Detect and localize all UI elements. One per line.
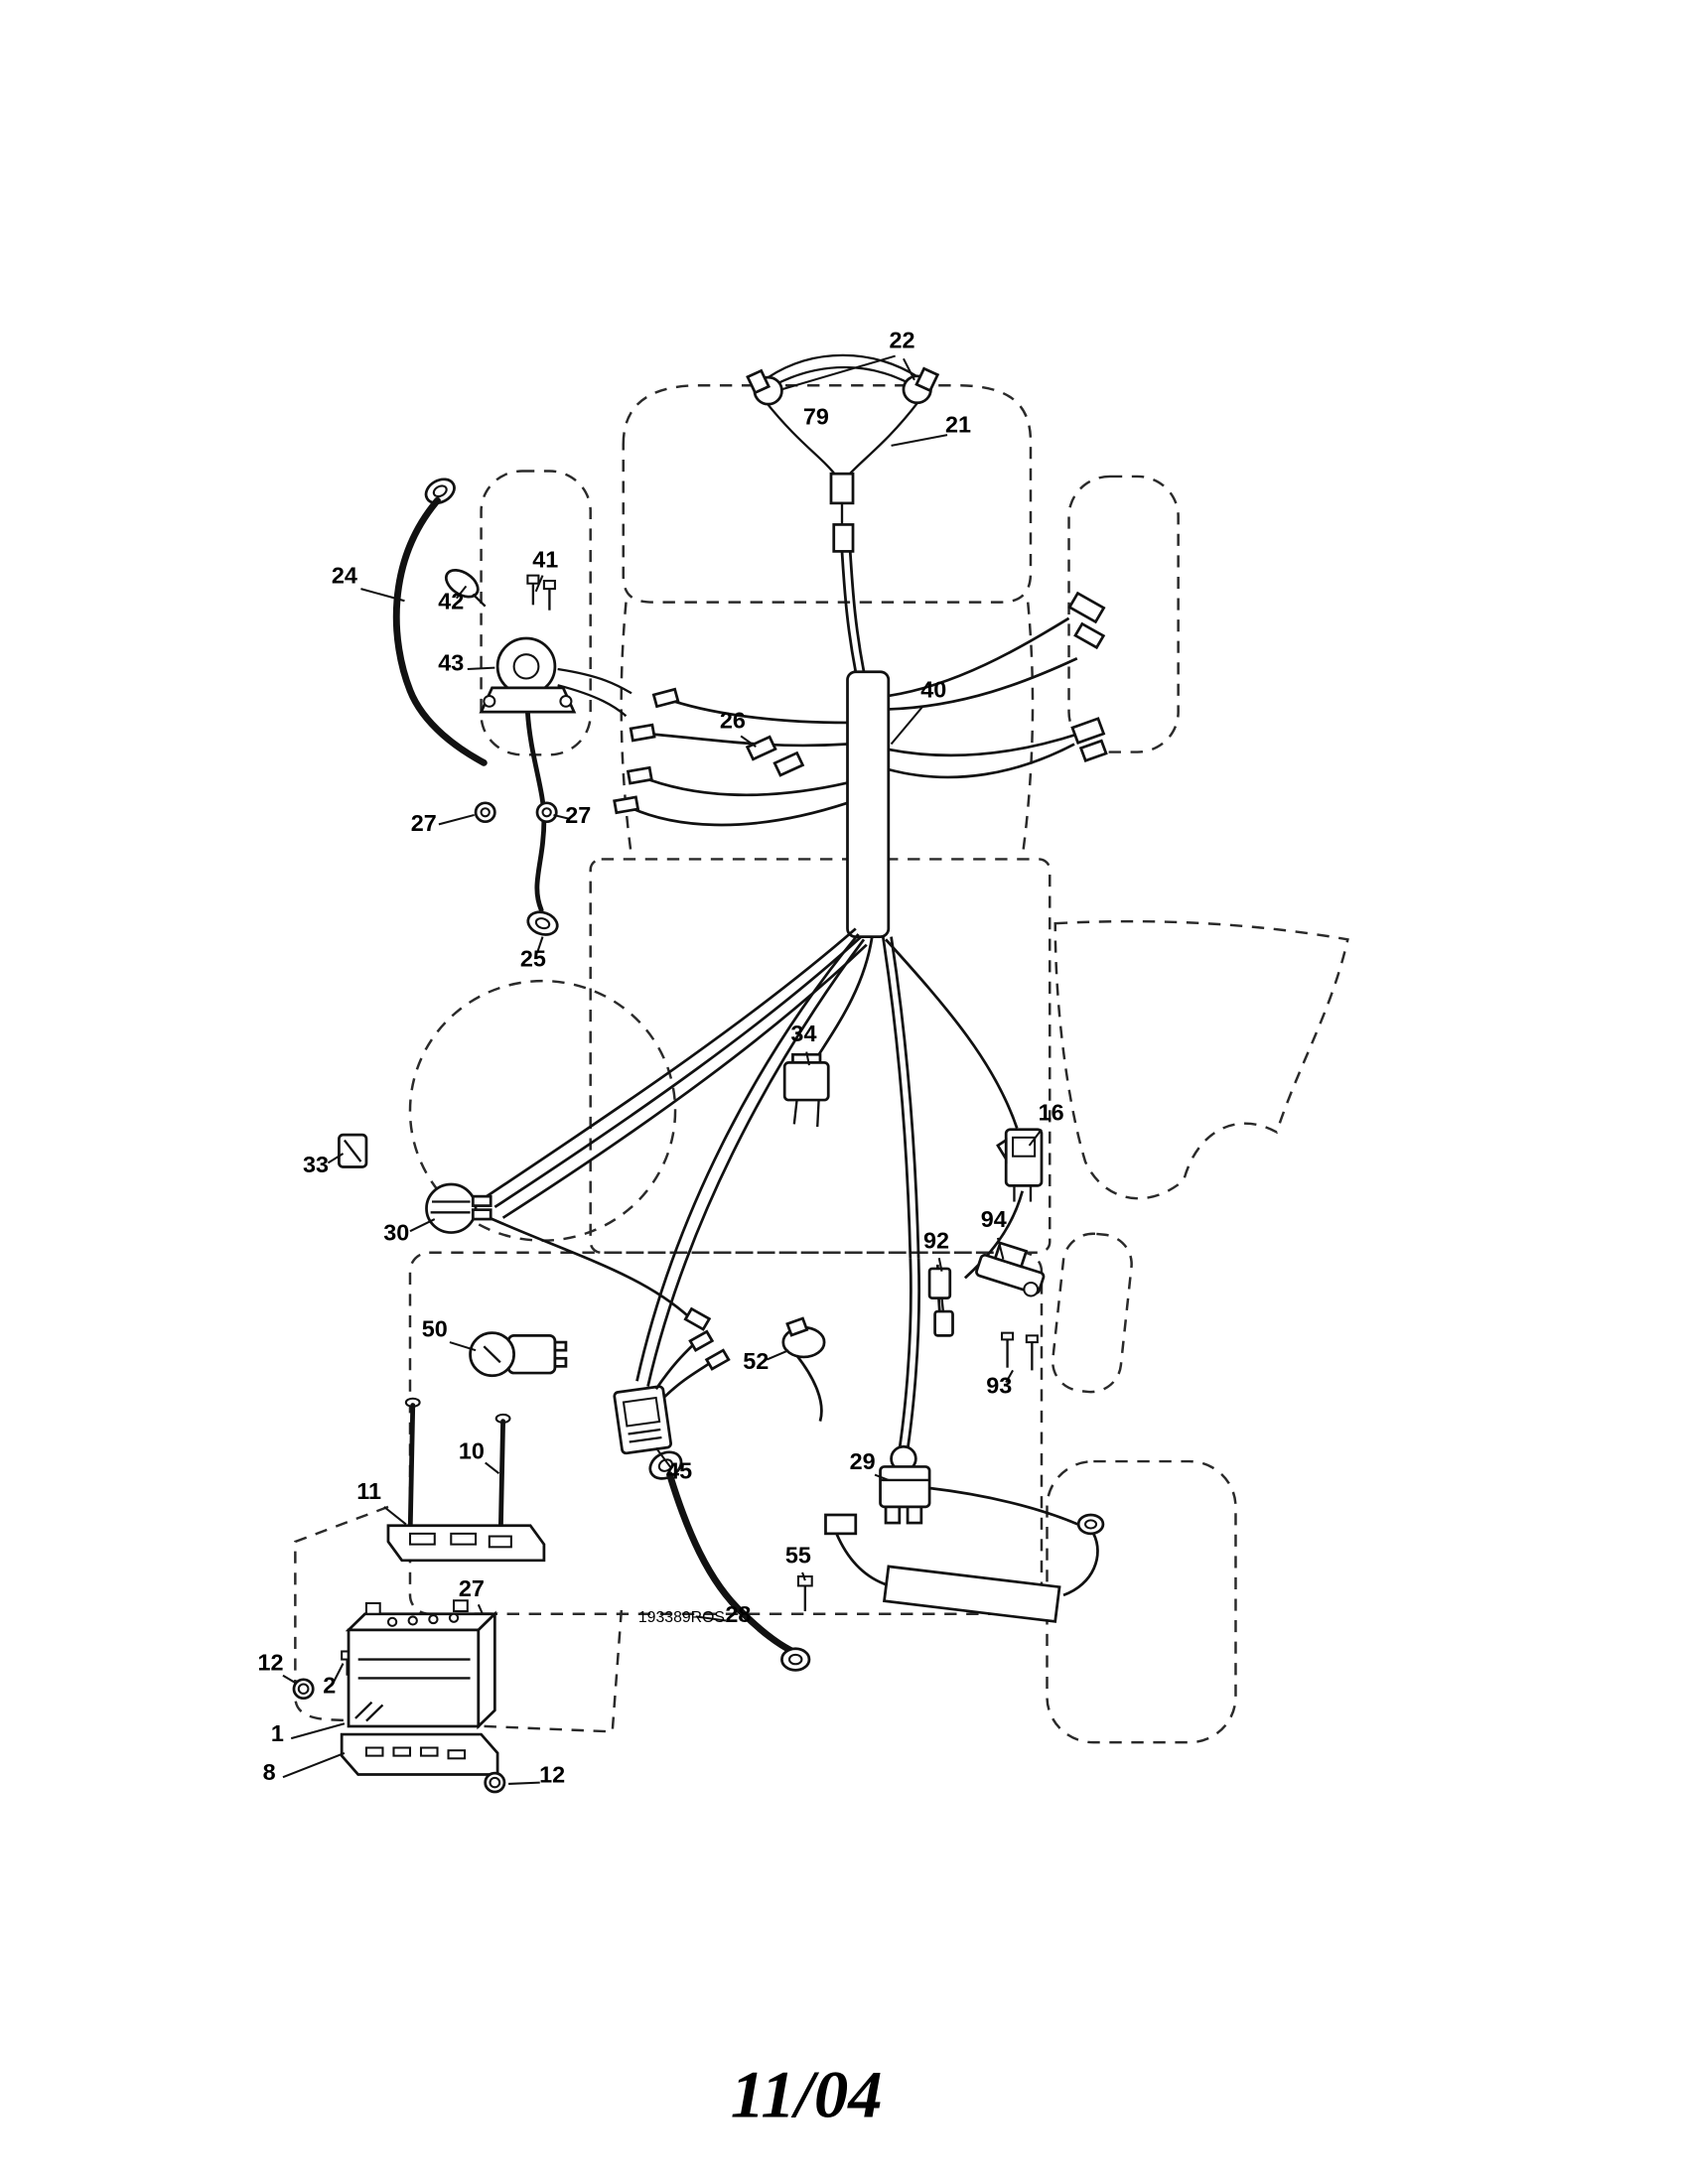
callout-leader-2 (332, 1663, 345, 1683)
callout-leader-21 (891, 434, 948, 447)
callout-leader-22 (781, 354, 896, 391)
callout-leader-34 (805, 1051, 810, 1066)
hourmeter-module-illustration (613, 1385, 672, 1455)
plunger-switch-illustration (824, 1444, 1105, 1623)
headlamp-harness-illustration (746, 353, 940, 553)
callout-12: 12 (258, 1650, 284, 1676)
callout-leader-10 (485, 1461, 500, 1474)
callout-leader-50 (449, 1341, 477, 1352)
callout-79: 79 (803, 404, 829, 430)
callout-29: 29 (850, 1448, 876, 1474)
callout-leader-33 (327, 1153, 345, 1164)
callout-leader-43 (467, 666, 495, 671)
battery-mat-illustration (340, 1732, 499, 1776)
callout-leader-30 (409, 1218, 436, 1233)
callout-92: 92 (923, 1228, 949, 1254)
callout-leader-11 (383, 1506, 407, 1526)
main-harness-illustration (486, 551, 1108, 1467)
callout-28: 28 (725, 1601, 751, 1627)
solenoid-illustration (444, 569, 632, 824)
callout-21: 21 (945, 412, 971, 438)
hex-nut-illustration (292, 1678, 506, 1794)
switch-assembly-illustration (975, 1241, 1046, 1371)
footer-date: 11/04 (731, 2057, 883, 2131)
callout-11: 11 (356, 1478, 381, 1504)
callout-40: 40 (920, 677, 946, 703)
callout-leader-1 (290, 1722, 346, 1740)
callout-leader-45 (654, 1446, 672, 1469)
callout-45: 45 (666, 1458, 692, 1484)
callout-leader-27 (477, 1603, 484, 1615)
safety-switch-illustration (996, 1128, 1044, 1202)
callout-42: 42 (438, 589, 464, 614)
part-code-label: 193389ROS (638, 1609, 725, 1626)
callout-8: 8 (263, 1759, 276, 1785)
battery-illustration (345, 1599, 498, 1730)
callout-leader-40 (890, 706, 924, 746)
callout-12: 12 (539, 1762, 565, 1788)
callout-27: 27 (565, 802, 591, 828)
callout-leader-26 (740, 735, 757, 749)
callout-leader-28 (695, 1615, 727, 1622)
callout-50: 50 (422, 1316, 448, 1342)
callout-27: 27 (459, 1575, 485, 1601)
callout-leader-55 (801, 1571, 806, 1581)
bolt-55-illustration (796, 1574, 813, 1612)
callout-leader-8 (282, 1751, 346, 1779)
callout-1: 1 (271, 1720, 284, 1746)
callout-leader-27 (438, 813, 475, 826)
cable-clip-illustration (338, 1133, 368, 1168)
callout-93: 93 (986, 1373, 1012, 1399)
callout-leader-93 (1005, 1369, 1014, 1384)
callout-leader-52 (766, 1349, 789, 1361)
callout-30: 30 (383, 1220, 409, 1246)
callout-leader-12 (508, 1781, 540, 1785)
callout-33: 33 (303, 1152, 329, 1177)
callout-leader-42 (455, 585, 468, 600)
battery-cable-illustration (648, 1450, 811, 1672)
callout-41: 41 (532, 547, 558, 573)
callout-leader-25 (536, 936, 544, 954)
callout-22: 22 (890, 328, 915, 353)
interlock-switch-illustration (782, 1052, 830, 1128)
callout-55: 55 (785, 1543, 811, 1569)
callout-94: 94 (981, 1206, 1007, 1232)
callout-leader-29 (874, 1473, 890, 1481)
callout-leader-24 (360, 588, 405, 603)
connector-pair-illustration (927, 1267, 954, 1337)
callout-43: 43 (438, 650, 464, 676)
callout-26: 26 (720, 708, 746, 734)
callout-52: 52 (743, 1348, 769, 1374)
terminal-cover-illustration (781, 1316, 826, 1422)
callout-2: 2 (323, 1672, 336, 1698)
battery-tray-illustration (386, 1524, 546, 1563)
callout-leader-94 (996, 1237, 1005, 1260)
callout-leader-16 (1028, 1129, 1043, 1147)
ignition-switch-illustration (469, 1331, 568, 1378)
callout-27: 27 (411, 810, 437, 836)
callout-16: 16 (1039, 1100, 1064, 1126)
callout-10: 10 (459, 1438, 485, 1464)
module-pigtail-illustration (654, 1329, 731, 1399)
callout-24: 24 (332, 563, 357, 589)
callout-leader-27 (553, 813, 571, 820)
callout-leader-12 (282, 1674, 298, 1685)
callout-leader-41 (534, 575, 544, 593)
callout-34: 34 (790, 1021, 816, 1046)
round-connector-illustration (425, 1182, 712, 1331)
callout-leader-92 (937, 1257, 943, 1272)
callout-leader-22 (903, 357, 915, 381)
callout-25: 25 (520, 946, 546, 972)
